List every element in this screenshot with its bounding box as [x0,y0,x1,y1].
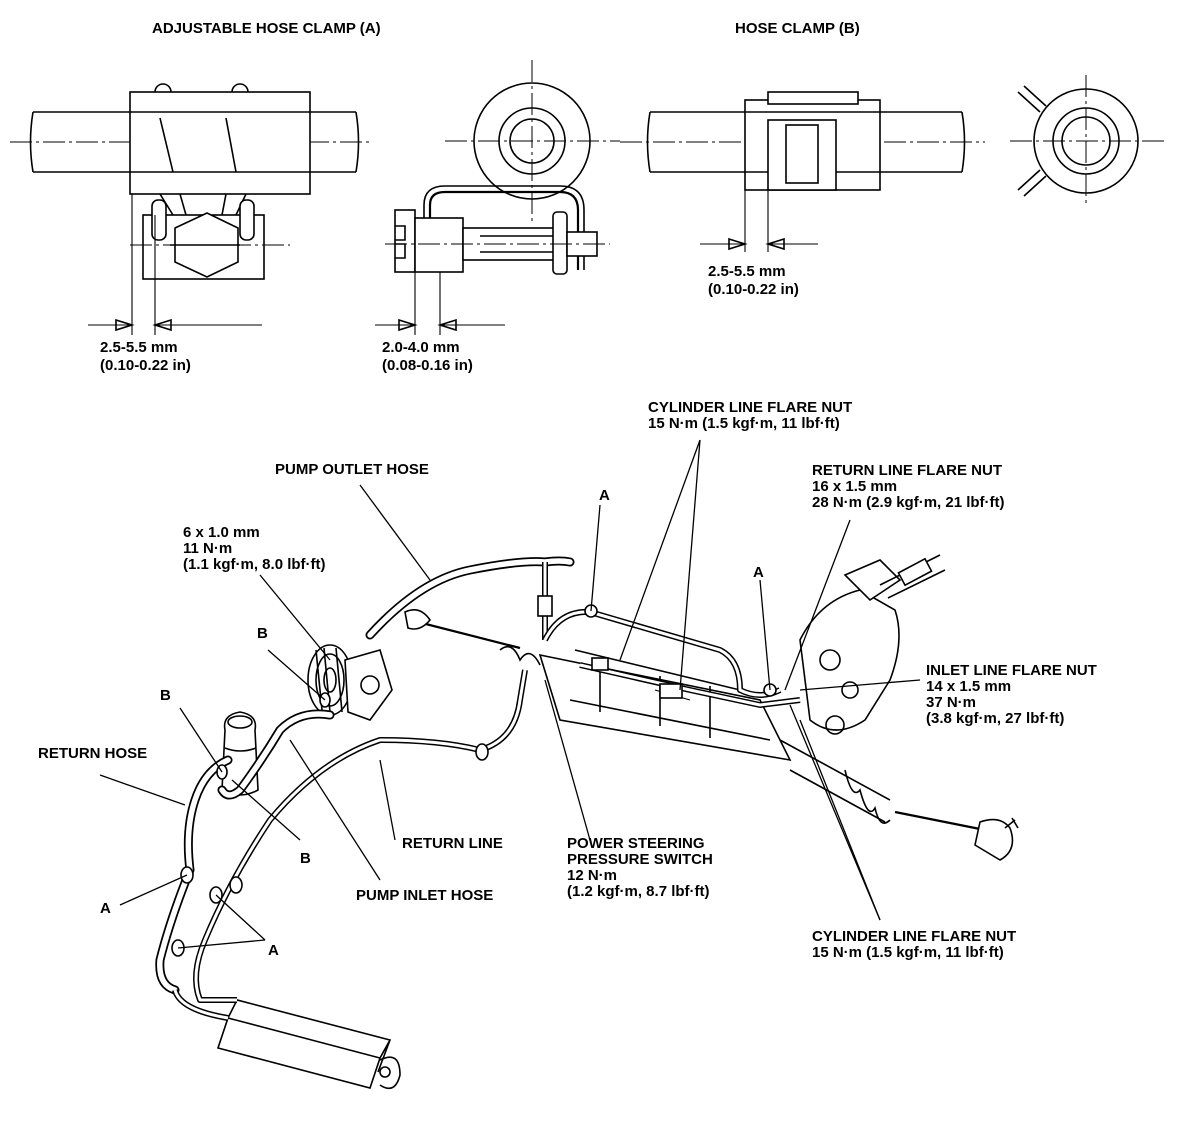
marker-a-top-right: A [753,564,764,581]
header-adjustable-clamp: ADJUSTABLE HOSE CLAMP (A) [152,20,381,37]
marker-b-pump: B [257,625,268,642]
label-pump-outlet-hose: PUMP OUTLET HOSE [275,461,429,478]
label-return-flare-torque: 28 N·m (2.9 kgf·m, 21 lbf·ft) [812,494,1005,511]
label-return-flare-title: RETURN LINE FLARE NUT [812,462,1002,479]
label-return-flare-size: 16 x 1.5 mm [812,478,897,495]
label-inlet-flare-size: 14 x 1.5 mm [926,678,1011,695]
power-steering-pump [307,644,393,721]
label-cyl-flare-top-torque: 15 N·m (1.5 kgf·m, 11 lbf·ft) [648,415,840,432]
label-bolt-torque-alt: (1.1 kgf·m, 8.0 lbf·ft) [183,556,326,573]
label-inlet-flare-title: INLET LINE FLARE NUT [926,662,1097,679]
label-cyl-flare-bottom-title: CYLINDER LINE FLARE NUT [812,928,1016,945]
label-pump-inlet-hose: PUMP INLET HOSE [356,887,493,904]
label-ps-switch-torque-nm: 12 N·m [567,867,617,884]
label-return-line: RETURN LINE [402,835,503,852]
label-bolt-size: 6 x 1.0 mm [183,524,260,541]
marker-a-top-left: A [599,487,610,504]
steering-rack-assembly [404,554,1019,861]
hose-and-line-routing [155,556,801,1021]
dim-clamp-b-gap-mm: 2.5-5.5 mm [708,263,786,280]
label-inlet-flare-torque-alt: (3.8 kgf·m, 27 lbf·ft) [926,710,1064,727]
label-ps-switch-torque-alt: (1.2 kgf·m, 8.7 lbf·ft) [567,883,710,900]
dim-clamp-a-gap-in: (0.10-0.22 in) [100,357,191,374]
adjustable-clamp-top-view [10,83,370,335]
marker-a-lower: A [268,942,279,959]
label-ps-switch-title1: POWER STEERING [567,835,705,852]
label-ps-switch-title2: PRESSURE SWITCH [567,851,713,868]
leader-lines [99,439,921,949]
label-return-hose: RETURN HOSE [38,745,147,762]
hose-clamp-b-side-view [1010,75,1165,205]
dim-clamp-a-gap-mm: 2.5-5.5 mm [100,339,178,356]
label-inlet-flare-torque-nm: 37 N·m [926,694,976,711]
header-hose-clamp-b: HOSE CLAMP (B) [735,20,860,37]
marker-b-lower: B [300,850,311,867]
hose-clamp-b-top-view [620,91,985,252]
marker-a-return-hose: A [100,900,111,917]
dim-clamp-b-gap-in: (0.10-0.22 in) [708,281,799,298]
label-bolt-torque-nm: 11 N·m [183,540,232,557]
marker-b-reservoir: B [160,687,171,704]
dim-clamp-a-side-mm: 2.0-4.0 mm [382,339,460,356]
label-cyl-flare-bottom-torque: 15 N·m (1.5 kgf·m, 11 lbf·ft) [812,944,1004,961]
label-cyl-flare-top-title: CYLINDER LINE FLARE NUT [648,399,852,416]
adjustable-clamp-side-view [375,60,620,335]
dim-clamp-a-side-in: (0.08-0.16 in) [382,357,473,374]
fluid-cooler [216,999,401,1090]
